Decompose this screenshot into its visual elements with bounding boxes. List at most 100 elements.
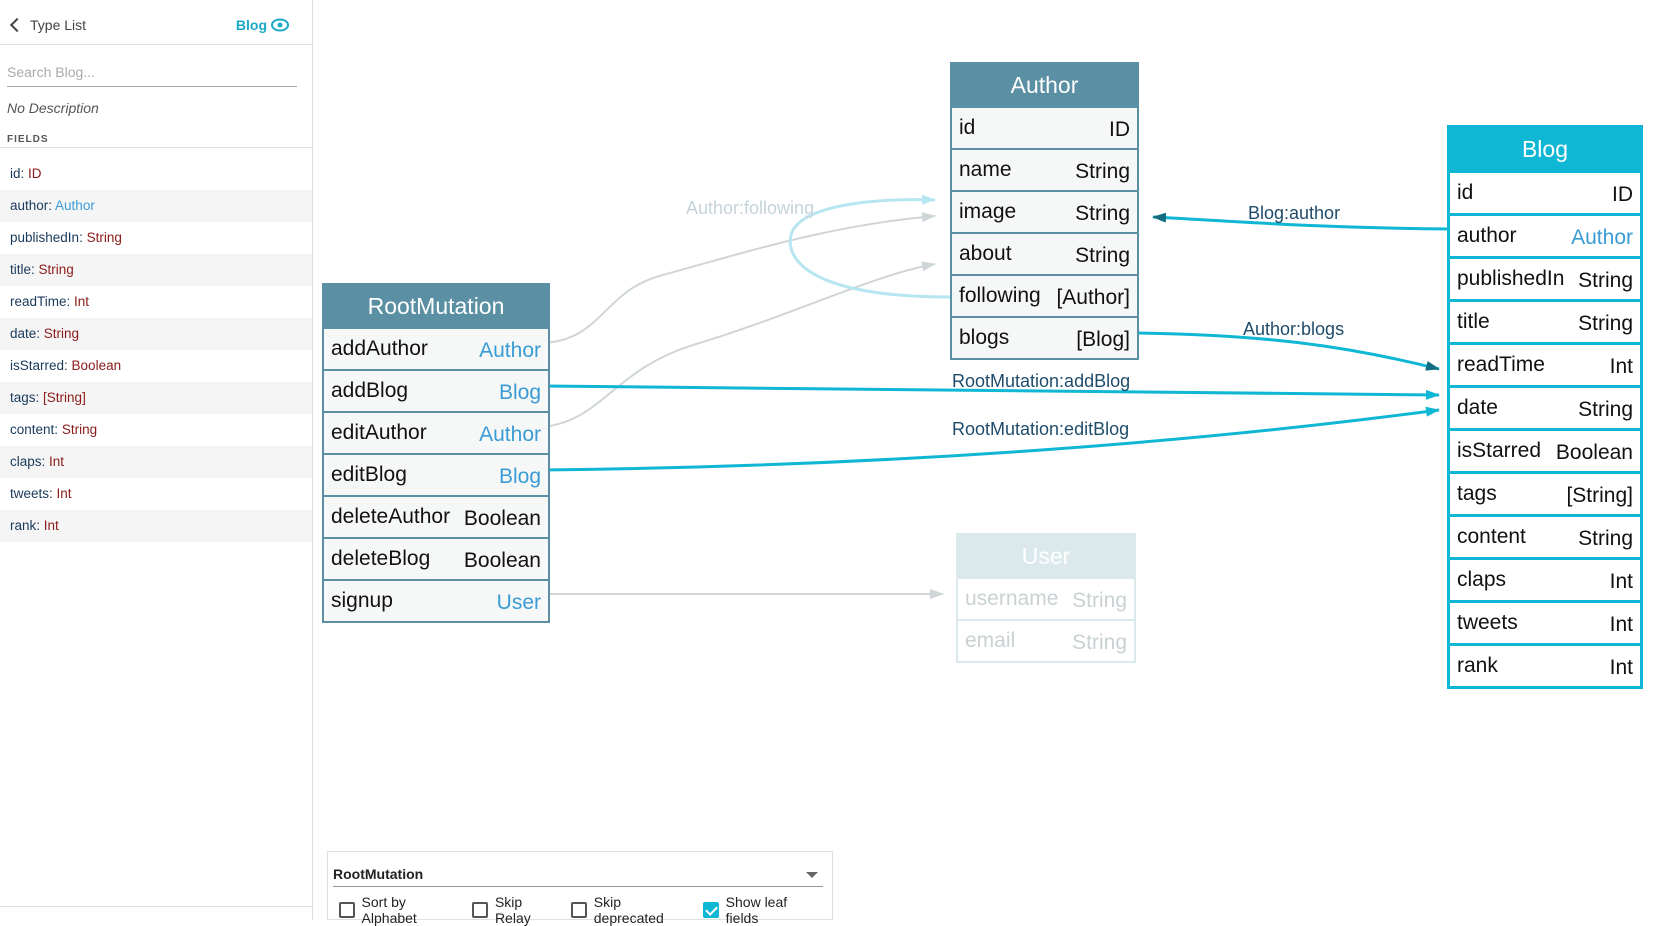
field-type: String — [86, 230, 122, 245]
edge-label-root-edit-blog: RootMutation:editBlog — [952, 419, 1130, 439]
field-item-content[interactable]: content: String — [0, 414, 312, 446]
node-field-editblog[interactable]: editBlog Blog — [324, 453, 548, 495]
node-field-type[interactable]: User — [496, 591, 541, 614]
checkbox-icon[interactable] — [339, 902, 355, 918]
field-item-title[interactable]: title: String — [0, 254, 312, 286]
edge-label-author-blogs: Author:blogs — [1243, 319, 1345, 339]
node-field-type: String — [1072, 631, 1127, 654]
field-name: isStarred — [10, 358, 65, 373]
eye-icon[interactable] — [271, 18, 289, 32]
node-field-blogs[interactable]: blogs[Blog] — [952, 316, 1137, 358]
field-item-rank[interactable]: rank: Int — [0, 510, 312, 542]
node-field-following[interactable]: following[Author] — [952, 274, 1137, 316]
field-name: publishedIn — [10, 230, 80, 245]
field-item-claps[interactable]: claps: Int — [0, 446, 312, 478]
field-item-id[interactable]: id: ID — [0, 158, 312, 190]
checkbox-icon[interactable] — [472, 902, 488, 918]
node-field-type[interactable]: [Author] — [1056, 286, 1130, 310]
node-field-type[interactable]: Author — [479, 339, 541, 362]
node-field-signup[interactable]: signup User — [324, 579, 548, 621]
node-field-name: readTime — [1457, 353, 1545, 376]
node-title: User — [958, 535, 1134, 577]
node-field-type[interactable]: Blog — [498, 381, 541, 404]
node-field-name: deleteBlog — [331, 547, 431, 570]
type-doc-sidebar: Type List Blog No Description FIELDS id:… — [0, 0, 313, 920]
option-sort-by-alphabet[interactable]: Sort by Alphabet — [339, 894, 460, 926]
node-field-name: editBlog — [331, 463, 407, 486]
field-item-tweets[interactable]: tweets: Int — [0, 478, 312, 510]
node-field-type-name[interactable]: Author — [1062, 286, 1125, 309]
checkbox-icon[interactable] — [571, 902, 587, 918]
node-field-name: signup — [331, 589, 393, 612]
field-name: id — [10, 166, 21, 181]
field-type[interactable]: Author — [55, 198, 95, 213]
root-type-select[interactable]: RootMutation — [333, 862, 823, 887]
type-list-back-button[interactable]: Type List — [9, 17, 86, 33]
node-field-tags[interactable]: tags[String] — [1450, 471, 1640, 514]
node-field-type: Int — [1609, 570, 1633, 593]
search-input[interactable] — [7, 58, 297, 87]
node-field-name: username — [965, 587, 1059, 610]
field-item-publishedin[interactable]: publishedIn: String — [0, 222, 312, 254]
node-field-name: tags — [1457, 482, 1497, 505]
node-field-type-name[interactable]: Blog — [1082, 328, 1125, 351]
checkbox-checked-icon[interactable] — [703, 902, 719, 918]
node-field-type[interactable]: [Blog] — [1076, 328, 1130, 352]
node-field-name: publishedIn — [1457, 267, 1565, 290]
node-field-type: String — [1075, 202, 1130, 225]
field-separator: : — [36, 518, 44, 533]
edge-edit-blog — [542, 406, 1440, 472]
field-item-author[interactable]: author: Author — [0, 190, 312, 222]
current-type-badge[interactable]: Blog — [236, 17, 289, 33]
node-field-username[interactable]: username String — [958, 577, 1134, 619]
field-separator: : — [41, 454, 50, 469]
option-show-leaf-fields[interactable]: Show leaf fields — [703, 894, 820, 926]
schema-graph[interactable]: Author:following Blog:author Author:blog… — [313, 0, 1656, 920]
field-item-readtime[interactable]: readTime: Int — [0, 286, 312, 318]
option-skip-deprecated[interactable]: Skip deprecated — [571, 894, 691, 926]
node-field-type[interactable]: Blog — [498, 465, 541, 488]
node-field-type: String — [1578, 398, 1633, 421]
field-item-date[interactable]: date: String — [0, 318, 312, 350]
node-field-type[interactable]: Author — [1571, 226, 1633, 249]
node-field-name: id — [1457, 181, 1474, 204]
node-field-addauthor[interactable]: addAuthor Author — [324, 327, 548, 369]
field-item-tags[interactable]: tags: [String] — [0, 382, 312, 414]
node-field-name: addAuthor — [331, 337, 428, 360]
node-field-type: String — [1578, 527, 1633, 550]
option-skip-relay[interactable]: Skip Relay — [472, 894, 559, 926]
field-name: tweets — [10, 486, 50, 501]
node-field-type[interactable]: Author — [479, 423, 541, 446]
field-type: String — [61, 422, 98, 437]
node-field-type: String — [1578, 312, 1633, 335]
field-item-isstarred[interactable]: isStarred: Boolean — [0, 350, 312, 382]
option-label: Skip deprecated — [593, 894, 664, 926]
field-separator: : — [49, 486, 57, 501]
node-field-type: String — [1072, 589, 1127, 612]
